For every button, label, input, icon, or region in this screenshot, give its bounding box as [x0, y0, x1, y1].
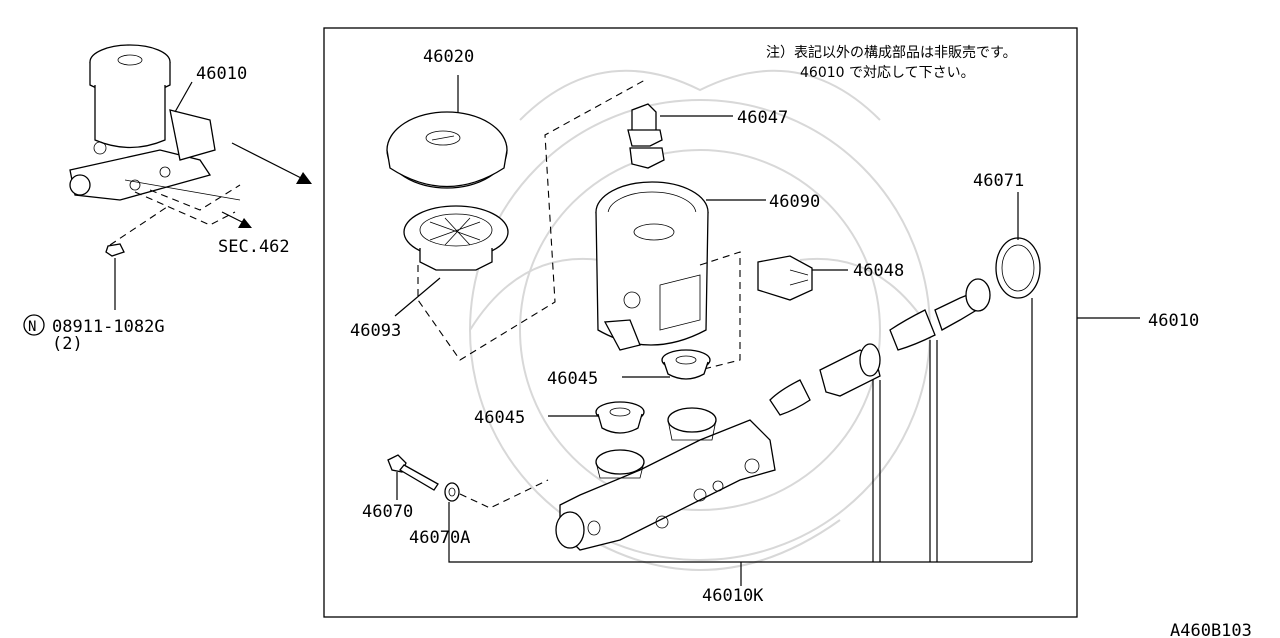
cylinder-body [555, 407, 776, 551]
label-reservoir-pin: 46047 [737, 108, 788, 128]
reservoir [595, 181, 766, 351]
label-nut-symbol: N [28, 319, 36, 335]
label-strainer: 46093 [350, 321, 401, 341]
watermark-emblem [469, 69, 931, 571]
kit-bracket [448, 298, 1033, 586]
bolt [387, 454, 439, 500]
level-switch [699, 251, 848, 371]
label-switch: 46048 [853, 261, 904, 281]
label-reservoir: 46090 [769, 192, 820, 212]
nut-symbol-circle [23, 314, 45, 336]
strainer [394, 79, 646, 361]
label-grommet-upper: 46045 [547, 369, 598, 389]
label-sec-ref: SEC.462 [218, 237, 290, 257]
figure-code: A460B103 [1170, 621, 1252, 638]
label-grommet-lower: 46045 [474, 408, 525, 428]
piston-set [769, 192, 1041, 416]
label-nut-qty: (2) [52, 334, 83, 354]
label-cap: 46020 [423, 47, 474, 67]
reservoir-pin [627, 103, 733, 169]
note-line-2: 46010 で対応して下さい。 [800, 65, 975, 81]
label-kit: 46010K [702, 586, 764, 606]
grommet-lower [548, 401, 645, 434]
label-assembly-small: 46010 [196, 64, 247, 84]
label-nut-part: 08911-1082G [52, 317, 165, 337]
label-seal-ring: 46071 [973, 171, 1024, 191]
note-line-1: 注）表記以外の構成部品は非販売です。 [766, 44, 1017, 61]
grommet-upper [622, 349, 711, 380]
reservoir-cap [386, 75, 508, 189]
detail-frame [323, 27, 1078, 618]
washer [444, 479, 549, 522]
label-assembly-right: 46010 [1148, 311, 1199, 331]
small-assembly-drawing [69, 44, 312, 310]
label-washer: 46070A [409, 528, 470, 548]
label-bolt: 46070 [362, 502, 413, 522]
